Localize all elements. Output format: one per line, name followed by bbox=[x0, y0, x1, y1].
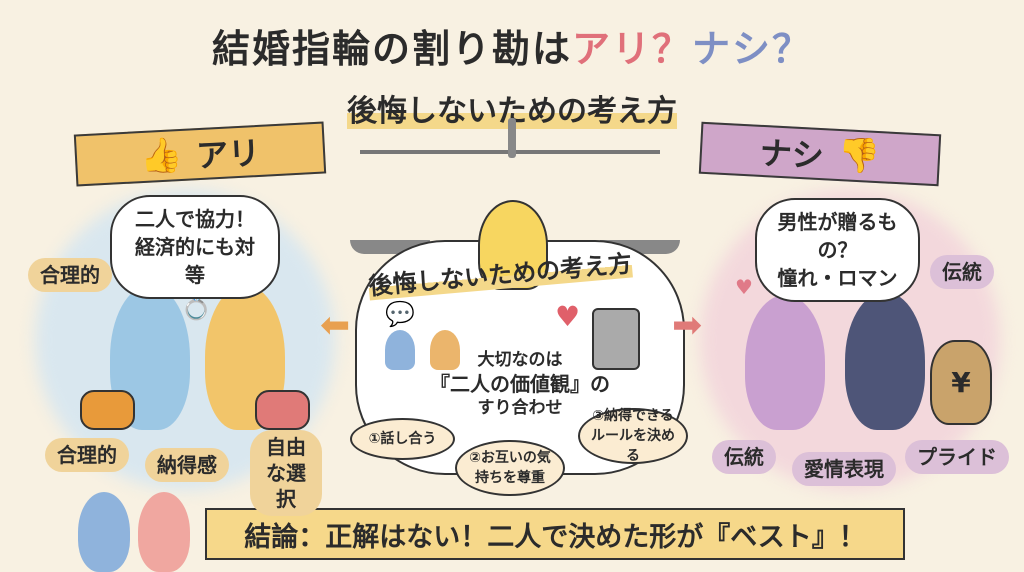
conclusion-text: 結論：正解はない！二人で決めた形が『ベスト』！ bbox=[244, 521, 866, 553]
person-icon bbox=[430, 330, 460, 370]
center-main-message: 大切なのは 『二人の価値観』の すり合わせ bbox=[420, 348, 620, 420]
ari-speech-bubble: 二人で協力！ 経済的にも対等 bbox=[110, 195, 280, 299]
ari-tag: 合理的 bbox=[45, 438, 129, 472]
chat-icon: 💬 bbox=[385, 300, 415, 328]
person-icon bbox=[385, 330, 415, 370]
nashi-tag: 伝統 bbox=[930, 255, 994, 289]
page-subtitle: 後悔しないための考え方 bbox=[0, 86, 1024, 130]
calculator-icon bbox=[592, 308, 640, 370]
man-avatar bbox=[78, 492, 130, 572]
subtitle-text: 後悔しないための考え方 bbox=[347, 94, 677, 129]
center-main-line: すり合わせ bbox=[477, 398, 563, 418]
step-bubble: ②お互いの気持ちを尊重 bbox=[455, 440, 565, 496]
title-main: 結婚指輪の割り勘は bbox=[211, 27, 572, 71]
man-illustration bbox=[845, 292, 925, 430]
nashi-speech-bubble: 男性が贈るもの？ 憧れ・ロマン bbox=[755, 198, 920, 302]
page-title: 結婚指輪の割り勘はアリ？ナシ？ bbox=[0, 18, 1024, 73]
title-nashi: ナシ？ bbox=[692, 27, 813, 71]
scale-post bbox=[508, 118, 516, 158]
title-ari: アリ？ bbox=[571, 27, 692, 71]
heart-icon: ♥ bbox=[735, 275, 753, 299]
thumbs-down-icon: 👎 bbox=[836, 134, 882, 178]
ari-tag: 自由な選択 bbox=[250, 430, 322, 516]
nashi-speech-line: 憧れ・ロマン bbox=[777, 266, 898, 290]
center-main-line: 『二人の価値観』の bbox=[430, 372, 610, 396]
woman-avatar bbox=[138, 492, 190, 572]
center-main-line: 大切なのは bbox=[477, 350, 563, 370]
nashi-tag: 愛情表現 bbox=[792, 452, 896, 486]
ari-ribbon: 👍 アリ bbox=[73, 121, 327, 187]
woman-illustration bbox=[745, 295, 825, 430]
arrow-right-icon: ➡ bbox=[672, 305, 703, 346]
step-bubble: ③納得できるルールを決める bbox=[578, 408, 688, 464]
heart-icon: ♥ bbox=[555, 300, 581, 333]
ari-speech-line: 経済的にも対等 bbox=[135, 235, 255, 287]
ari-tag: 合理的 bbox=[28, 258, 112, 292]
nashi-speech-line: 男性が贈るもの？ bbox=[777, 210, 898, 262]
ari-label: アリ bbox=[195, 133, 262, 176]
conclusion-banner: 結論：正解はない！二人で決めた形が『ベスト』！ bbox=[205, 508, 905, 560]
nashi-label: ナシ bbox=[758, 133, 825, 176]
nashi-ribbon: ナシ 👎 bbox=[698, 121, 942, 187]
step-bubble: ①話し合う bbox=[350, 418, 455, 460]
arrow-left-icon: ⬅ bbox=[320, 305, 351, 346]
thumbs-up-icon: 👍 bbox=[138, 134, 184, 178]
ari-speech-line: 二人で協力！ bbox=[135, 207, 255, 231]
money-bag-icon: ¥ bbox=[930, 340, 992, 425]
purse-icon bbox=[255, 390, 310, 430]
ari-tag: 納得感 bbox=[145, 448, 229, 482]
purse-icon bbox=[80, 390, 135, 430]
nashi-tag: 伝統 bbox=[712, 440, 776, 474]
nashi-tag: プライド bbox=[905, 440, 1009, 474]
